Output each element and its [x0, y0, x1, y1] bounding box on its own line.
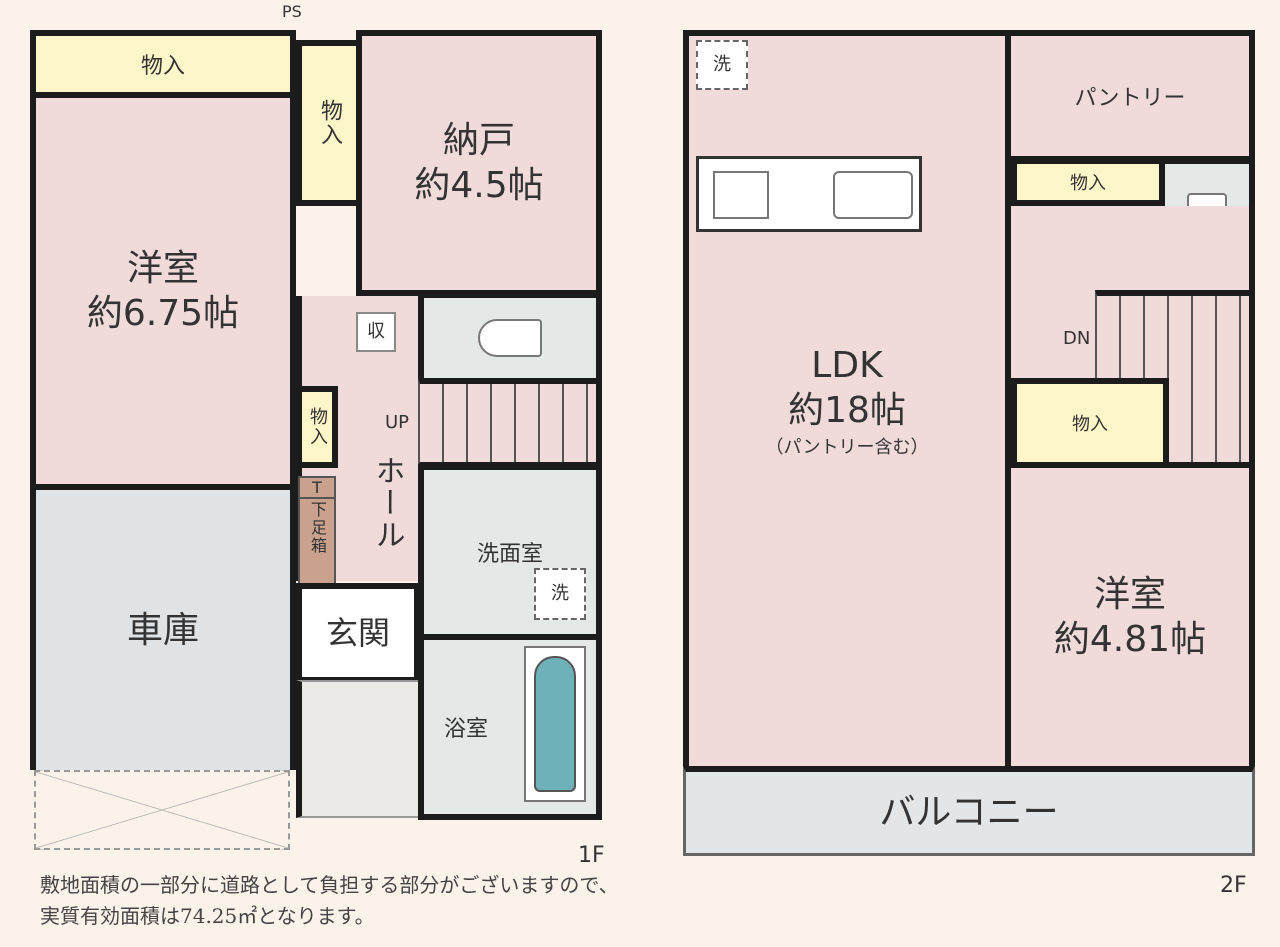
kitchen-counter [696, 156, 922, 232]
western-room-1f: 洋室約6.75帖 [30, 92, 296, 490]
sink-icon [833, 171, 913, 219]
balcony: バルコニー [683, 766, 1255, 856]
closet-room: 納戸約4.5帖 [356, 30, 602, 296]
toilet-1f [418, 292, 602, 384]
floor2-label: 2F [1220, 873, 1247, 898]
stairs-down-label: DN [1063, 328, 1091, 349]
toilet-icon [478, 319, 542, 357]
washer-1f: 洗 [534, 568, 586, 620]
storage-vertical: 物入 [296, 40, 362, 206]
garage-parking-area [34, 770, 290, 850]
hall-label: ホール [369, 455, 405, 551]
storage-small: 物入 [296, 386, 338, 468]
storage-a-2f: 物入 [1011, 158, 1165, 206]
ps-label: PS [282, 2, 302, 21]
bathtub [524, 646, 586, 802]
stove-icon [713, 171, 769, 219]
western-room-2f: 洋室約4.81帖 [1005, 462, 1255, 772]
stairs-1f[interactable] [418, 378, 602, 468]
floor1-plan: PS 物入 洋室約6.75帖 車庫 物入 納戸約4.5帖 収 UP ホール 物入… [0, 0, 640, 870]
area-note: 敷地面積の一部分に道路として負担する部分がございますので、 実質有効面積は74.… [40, 873, 619, 928]
shoe-box: T 下足箱 [298, 476, 336, 588]
storage-cabinet: 収 [356, 312, 396, 352]
washer-2f: 洗 [696, 40, 748, 90]
storage-b-2f: 物入 [1011, 378, 1169, 468]
floor1-label: 1F [578, 843, 605, 868]
garage: 車庫 [30, 484, 296, 770]
porch [296, 680, 420, 818]
pantry: パントリー [1005, 30, 1255, 162]
stairs-up-label: UP [385, 412, 410, 433]
storage-top: 物入 [30, 30, 296, 98]
entrance: 玄関 [296, 583, 420, 683]
